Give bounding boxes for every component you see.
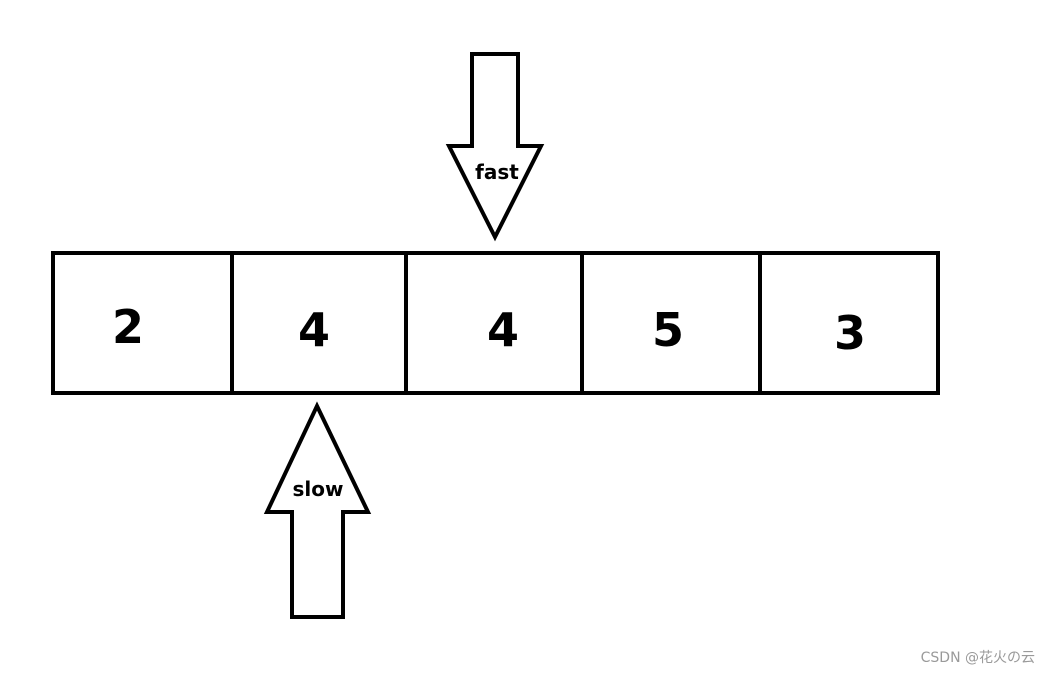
array: 2 4 4 5 3 (51, 251, 940, 395)
cell-2-value: 4 (487, 303, 519, 357)
up-arrow-icon (263, 401, 372, 619)
cell-1-value: 4 (298, 303, 330, 357)
fast-pointer: fast (445, 52, 545, 242)
cell-4-value: 3 (834, 306, 866, 360)
array-outline (51, 251, 940, 395)
slow-pointer: slow (263, 401, 372, 619)
watermark: CSDN @花火の云 (920, 650, 1035, 666)
cell-0-value: 2 (112, 300, 144, 354)
slow-pointer-label: slow (293, 477, 344, 501)
fast-pointer-label: fast (475, 160, 519, 184)
down-arrow-icon (445, 52, 545, 242)
cell-3-value: 5 (652, 303, 684, 357)
